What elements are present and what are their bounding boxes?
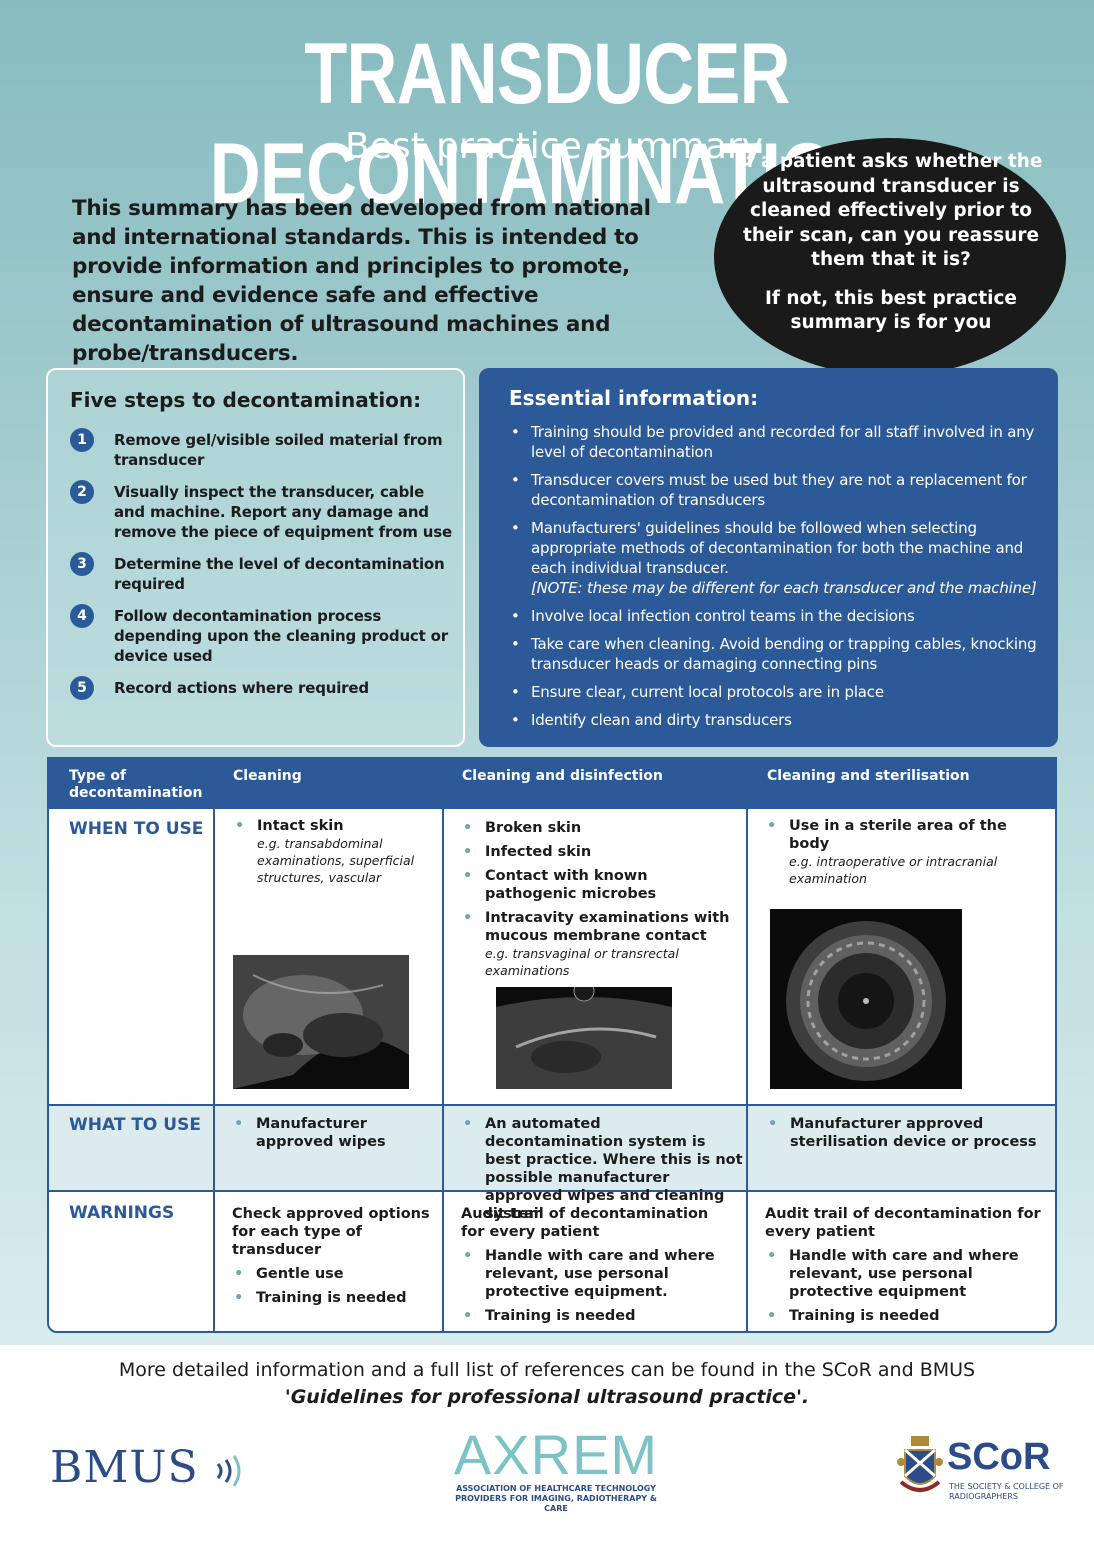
list-item: Training is needed bbox=[232, 1289, 437, 1307]
step-text: Determine the level of decontamination r… bbox=[114, 555, 445, 593]
list-item: Gentle use bbox=[232, 1265, 437, 1283]
step-number-badge: 3 bbox=[70, 552, 94, 576]
essential-item: Ensure clear, current local protocols ar… bbox=[509, 682, 1050, 702]
five-steps-panel: Five steps to decontamination: 1 Remove … bbox=[46, 368, 465, 747]
step-item: 1 Remove gel/visible soiled material fro… bbox=[70, 428, 453, 470]
header-disinfection: Cleaning and disinfection bbox=[462, 768, 663, 784]
ultrasound-image-intraoperative bbox=[770, 909, 962, 1089]
list-item: An automated decontamination system is b… bbox=[461, 1115, 743, 1223]
ultrasound-image-abdominal bbox=[233, 955, 409, 1089]
bubble-answer: If not, this best practice summary is fo… bbox=[765, 287, 1017, 334]
step-item: 5 Record actions where required bbox=[70, 676, 453, 700]
example-text: e.g. intraoperative or intracranial exam… bbox=[789, 854, 998, 886]
step-text: Follow decontamination process depending… bbox=[114, 607, 448, 665]
step-text: Remove gel/visible soiled material from … bbox=[114, 431, 443, 469]
axrem-logo: AXREM ASSOCIATION OF HEALTHCARE TECHNOLO… bbox=[446, 1426, 666, 1514]
table-header: Type of decontamination Cleaning Cleanin… bbox=[49, 759, 1055, 809]
speech-bubble-text: If a patient asks whether the ultrasound… bbox=[724, 150, 1058, 336]
header-sterilisation: Cleaning and sterilisation bbox=[767, 768, 970, 784]
warning-lead: Audit trail of decontamination for every… bbox=[765, 1206, 1041, 1240]
step-text: Record actions where required bbox=[114, 679, 369, 697]
list-item: Broken skin bbox=[461, 819, 741, 837]
essential-item: Manufacturers' guidelines should be foll… bbox=[509, 518, 1050, 598]
essential-item: Take care when cleaning. Avoid bending o… bbox=[509, 634, 1050, 674]
step-text: Visually inspect the transducer, cable a… bbox=[114, 483, 452, 541]
step-number-badge: 5 bbox=[70, 676, 94, 700]
cell-what-cleaning: Manufacturer approved wipes bbox=[232, 1115, 437, 1157]
list-item: Infected skin bbox=[461, 843, 741, 861]
axrem-tagline: ASSOCIATION OF HEALTHCARE TECHNOLOGY PRO… bbox=[455, 1484, 657, 1513]
scor-wordmark: SCoR bbox=[947, 1436, 1051, 1478]
step-item: 4 Follow decontamination process dependi… bbox=[70, 604, 453, 666]
list-item: Training is needed bbox=[461, 1307, 736, 1325]
cell-when-disinfection: Broken skin Infected skin Contact with k… bbox=[461, 819, 741, 985]
speech-bubble bbox=[714, 138, 1066, 376]
list-item: Manufacturer approved sterilisation devi… bbox=[766, 1115, 1046, 1151]
step-number-badge: 2 bbox=[70, 480, 94, 504]
cell-warnings-sterilisation: Audit trail of decontamination for every… bbox=[765, 1205, 1045, 1331]
header-type: Type of decontamination bbox=[69, 768, 203, 801]
axrem-wordmark: AXREM bbox=[453, 1423, 659, 1486]
bmus-logo: BMUS bbox=[50, 1442, 248, 1493]
list-item: Handle with care and where relevant, use… bbox=[461, 1247, 736, 1301]
essential-item: Identify clean and dirty transducers bbox=[509, 710, 1050, 730]
essential-item: Training should be provided and recorded… bbox=[509, 422, 1050, 462]
essential-note: [NOTE: these may be different for each t… bbox=[531, 579, 1037, 597]
list-item: Manufacturer approved wipes bbox=[232, 1115, 437, 1151]
page-subtitle: Best practice summary bbox=[345, 126, 764, 167]
scor-tagline: THE SOCIETY & COLLEGE OF RADIOGRAPHERS bbox=[949, 1482, 1064, 1501]
footer-guideline-title: 'Guidelines for professional ultrasound … bbox=[284, 1386, 810, 1408]
essential-information-panel: Essential information: Training should b… bbox=[479, 368, 1058, 747]
example-text: e.g. transvaginal or transrectal examina… bbox=[485, 946, 679, 978]
essential-item: Involve local infection control teams in… bbox=[509, 606, 1050, 626]
row-label-when: WHEN TO USE bbox=[69, 819, 204, 839]
list-item: Training is needed bbox=[765, 1307, 1045, 1325]
cell-warnings-disinfection: Audit trail of decontamination for every… bbox=[461, 1205, 736, 1331]
warning-lead: Check approved options for each type of … bbox=[232, 1206, 430, 1258]
list-item: Handle with care and where relevant, use… bbox=[765, 1247, 1045, 1301]
steps-title: Five steps to decontamination: bbox=[70, 388, 422, 412]
row-label-what: WHAT TO USE bbox=[69, 1115, 201, 1135]
essential-item: Transducer covers must be used but they … bbox=[509, 470, 1050, 510]
list-item: Contact with known pathogenic microbes bbox=[461, 867, 741, 903]
bubble-question: If a patient asks whether the ultrasound… bbox=[739, 151, 1043, 270]
cell-what-disinfection: An automated decontamination system is b… bbox=[461, 1115, 743, 1229]
cell-warnings-cleaning: Check approved options for each type of … bbox=[232, 1205, 437, 1313]
decontamination-table: Type of decontamination Cleaning Cleanin… bbox=[47, 757, 1057, 1333]
row-label-warnings: WARNINGS bbox=[69, 1203, 175, 1223]
footer-line: More detailed information and a full lis… bbox=[118, 1359, 976, 1381]
step-item: 3 Determine the level of decontamination… bbox=[70, 552, 453, 594]
warning-lead: Audit trail of decontamination for every… bbox=[461, 1206, 709, 1240]
list-item: Intracavity examinations with mucous mem… bbox=[461, 909, 741, 979]
footer-text: More detailed information and a full lis… bbox=[0, 1357, 1094, 1411]
coat-of-arms-icon bbox=[897, 1436, 943, 1492]
cell-what-sterilisation: Manufacturer approved sterilisation devi… bbox=[766, 1115, 1046, 1157]
scor-logo: SCoR THE SOCIETY & COLLEGE OF RADIOGRAPH… bbox=[897, 1432, 1067, 1512]
ultrasound-image-transvaginal bbox=[496, 987, 672, 1089]
sound-waves-icon bbox=[216, 1454, 241, 1487]
header-cleaning: Cleaning bbox=[233, 768, 302, 784]
essential-title: Essential information: bbox=[509, 386, 759, 410]
step-number-badge: 4 bbox=[70, 604, 94, 628]
essential-list: Training should be provided and recorded… bbox=[509, 422, 1050, 730]
step-number-badge: 1 bbox=[70, 428, 94, 452]
example-text: e.g. transabdominal examinations, superf… bbox=[257, 836, 415, 885]
essential-item-text: Manufacturers' guidelines should be foll… bbox=[531, 519, 1024, 577]
intro-paragraph: This summary has been developed from nat… bbox=[72, 196, 651, 366]
step-item: 2 Visually inspect the transducer, cable… bbox=[70, 480, 453, 542]
